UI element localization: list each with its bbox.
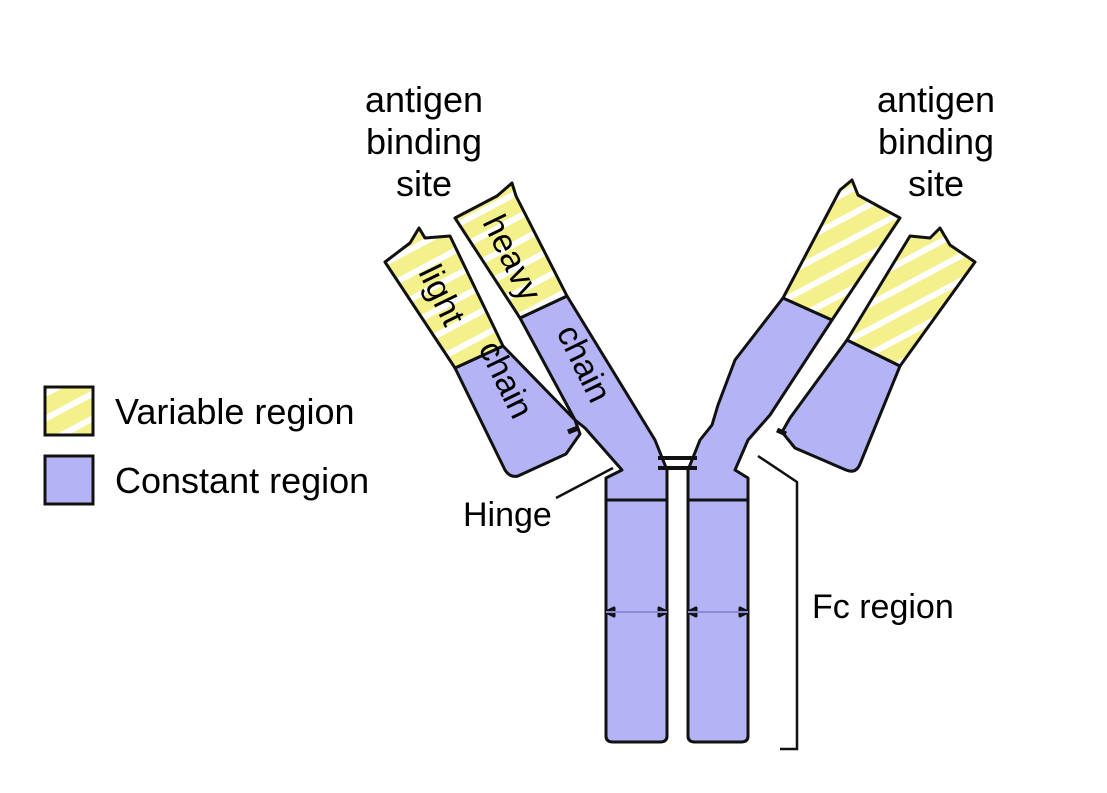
left-heavy-variable — [453, 181, 569, 320]
right-light-constant — [780, 338, 902, 473]
legend-constant-swatch — [43, 454, 95, 506]
legend-constant-label: Constant region — [115, 460, 369, 501]
right-heavy-constant — [686, 296, 834, 502]
fc-region-label: Fc region — [812, 588, 954, 626]
svg-text:site: site — [908, 163, 964, 204]
fc-region-annotation: Fc region — [757, 454, 954, 751]
svg-text:antigen: antigen — [877, 79, 995, 120]
svg-text:binding: binding — [366, 121, 482, 162]
fc-right-stem — [686, 496, 750, 744]
right-light-variable — [845, 226, 977, 368]
fc-stems — [604, 496, 750, 744]
left-light-variable — [383, 226, 505, 370]
fc-left-stem — [604, 496, 669, 744]
disulfide-bonds — [567, 425, 788, 470]
legend: Variable region Constant region — [43, 385, 369, 506]
hinge-label: Hinge — [463, 496, 552, 534]
legend-variable-label: Variable region — [115, 391, 354, 432]
right-heavy-variable — [781, 178, 902, 322]
left-heavy-constant — [518, 294, 669, 502]
svg-text:binding: binding — [878, 121, 994, 162]
legend-variable-swatch — [43, 385, 95, 437]
svg-text:antigen: antigen — [365, 79, 483, 120]
antigen-binding-site-right: antigen binding site — [877, 79, 995, 204]
antigen-binding-site-left: antigen binding site — [365, 79, 483, 204]
hinge-annotation: Hinge — [463, 466, 614, 534]
svg-text:site: site — [396, 163, 452, 204]
